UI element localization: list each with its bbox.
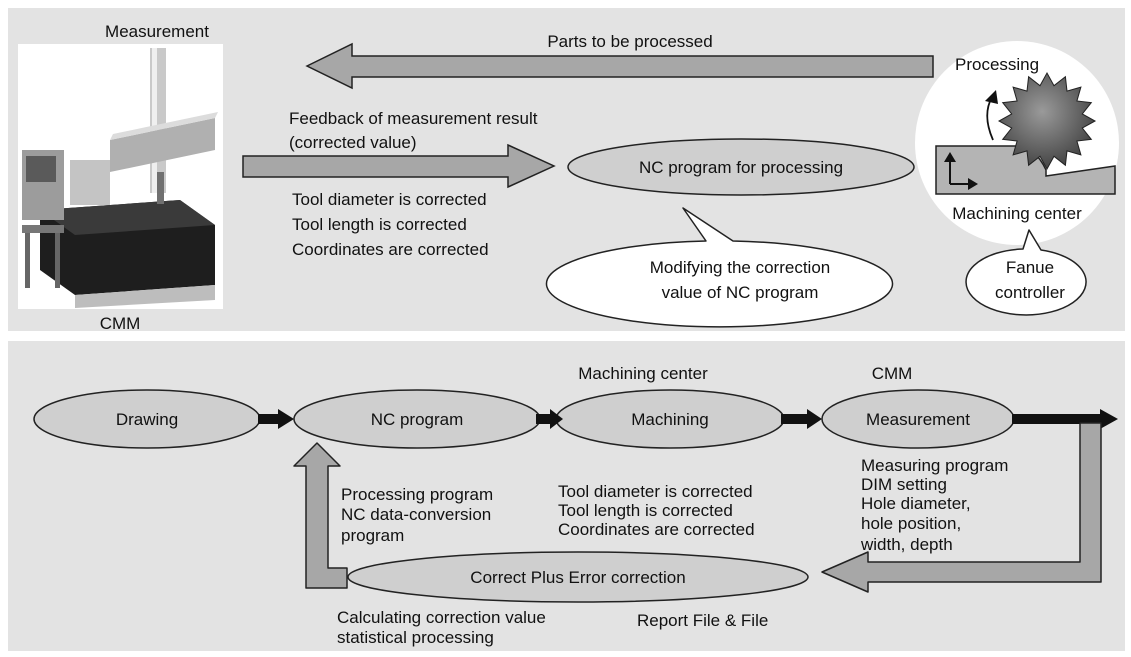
nc-program-bubble <box>567 138 915 196</box>
flow-arrow-1 <box>258 409 294 429</box>
processing-label: Processing <box>955 55 1039 74</box>
measuring-note-4: hole position, <box>861 514 961 533</box>
measuring-note-1: Measuring program <box>861 456 1008 475</box>
axis-arrows-icon <box>944 152 978 190</box>
parts-label: Parts to be processed <box>547 32 712 51</box>
processing-note-1: Processing program <box>341 485 493 504</box>
feedback-line1: Feedback of measurement result <box>289 109 538 128</box>
machining-center-label: Machining center <box>952 204 1082 223</box>
controller-bubble <box>965 229 1087 316</box>
controller-line1: Fanue <box>1006 258 1054 277</box>
feedback-up-arrow <box>293 442 348 589</box>
rotation-arrow-icon <box>985 90 998 141</box>
flow-arrow-out <box>1012 409 1118 429</box>
flow-arrow-3 <box>781 409 822 429</box>
bottom-correction-2: Tool length is corrected <box>558 501 733 520</box>
controller-line2: controller <box>995 283 1065 302</box>
report-label: Report File & File <box>637 611 768 630</box>
flow-machining-label: Machining <box>631 410 709 429</box>
measurement-label: Measurement <box>105 22 209 41</box>
machining-caption: Machining center <box>578 364 708 383</box>
calc-line2: statistical processing <box>337 628 494 647</box>
flow-nc-program-label: NC program <box>371 410 464 429</box>
measuring-note-2: DIM setting <box>861 475 947 494</box>
measuring-note-5: width, depth <box>860 535 953 554</box>
cutter-gear-icon <box>997 71 1097 171</box>
measurement-caption: CMM <box>872 364 913 383</box>
calc-line1: Calculating correction value <box>337 608 546 627</box>
top-correction-2: Tool length is corrected <box>292 215 467 234</box>
bottom-correction-1: Tool diameter is corrected <box>558 482 753 501</box>
feedback-arrow <box>242 143 556 189</box>
flow-measurement-label: Measurement <box>866 410 970 429</box>
flow-arrow-2 <box>536 409 563 429</box>
cmm-label: CMM <box>100 314 141 333</box>
modify-line2: value of NC program <box>662 283 819 302</box>
measuring-note-3: Hole diameter, <box>861 494 971 513</box>
parts-arrow <box>305 42 934 90</box>
bottom-correction-3: Coordinates are corrected <box>558 520 755 539</box>
return-arrow <box>821 422 1102 593</box>
modify-bubble <box>545 207 894 328</box>
feedback-line2: (corrected value) <box>289 133 417 152</box>
nc-program-bubble-label: NC program for processing <box>639 158 843 177</box>
processing-note-2: NC data-conversion <box>341 505 491 524</box>
processing-note-3: program <box>341 526 404 545</box>
top-correction-3: Coordinates are corrected <box>292 240 489 259</box>
flow-drawing-label: Drawing <box>116 410 178 429</box>
correct-plus-ellipse <box>347 551 809 603</box>
top-correction-1: Tool diameter is corrected <box>292 190 487 209</box>
correct-plus-label: Correct Plus Error correction <box>470 568 685 587</box>
modify-line1: Modifying the correction <box>650 258 830 277</box>
cmm-machine-image <box>18 44 223 309</box>
